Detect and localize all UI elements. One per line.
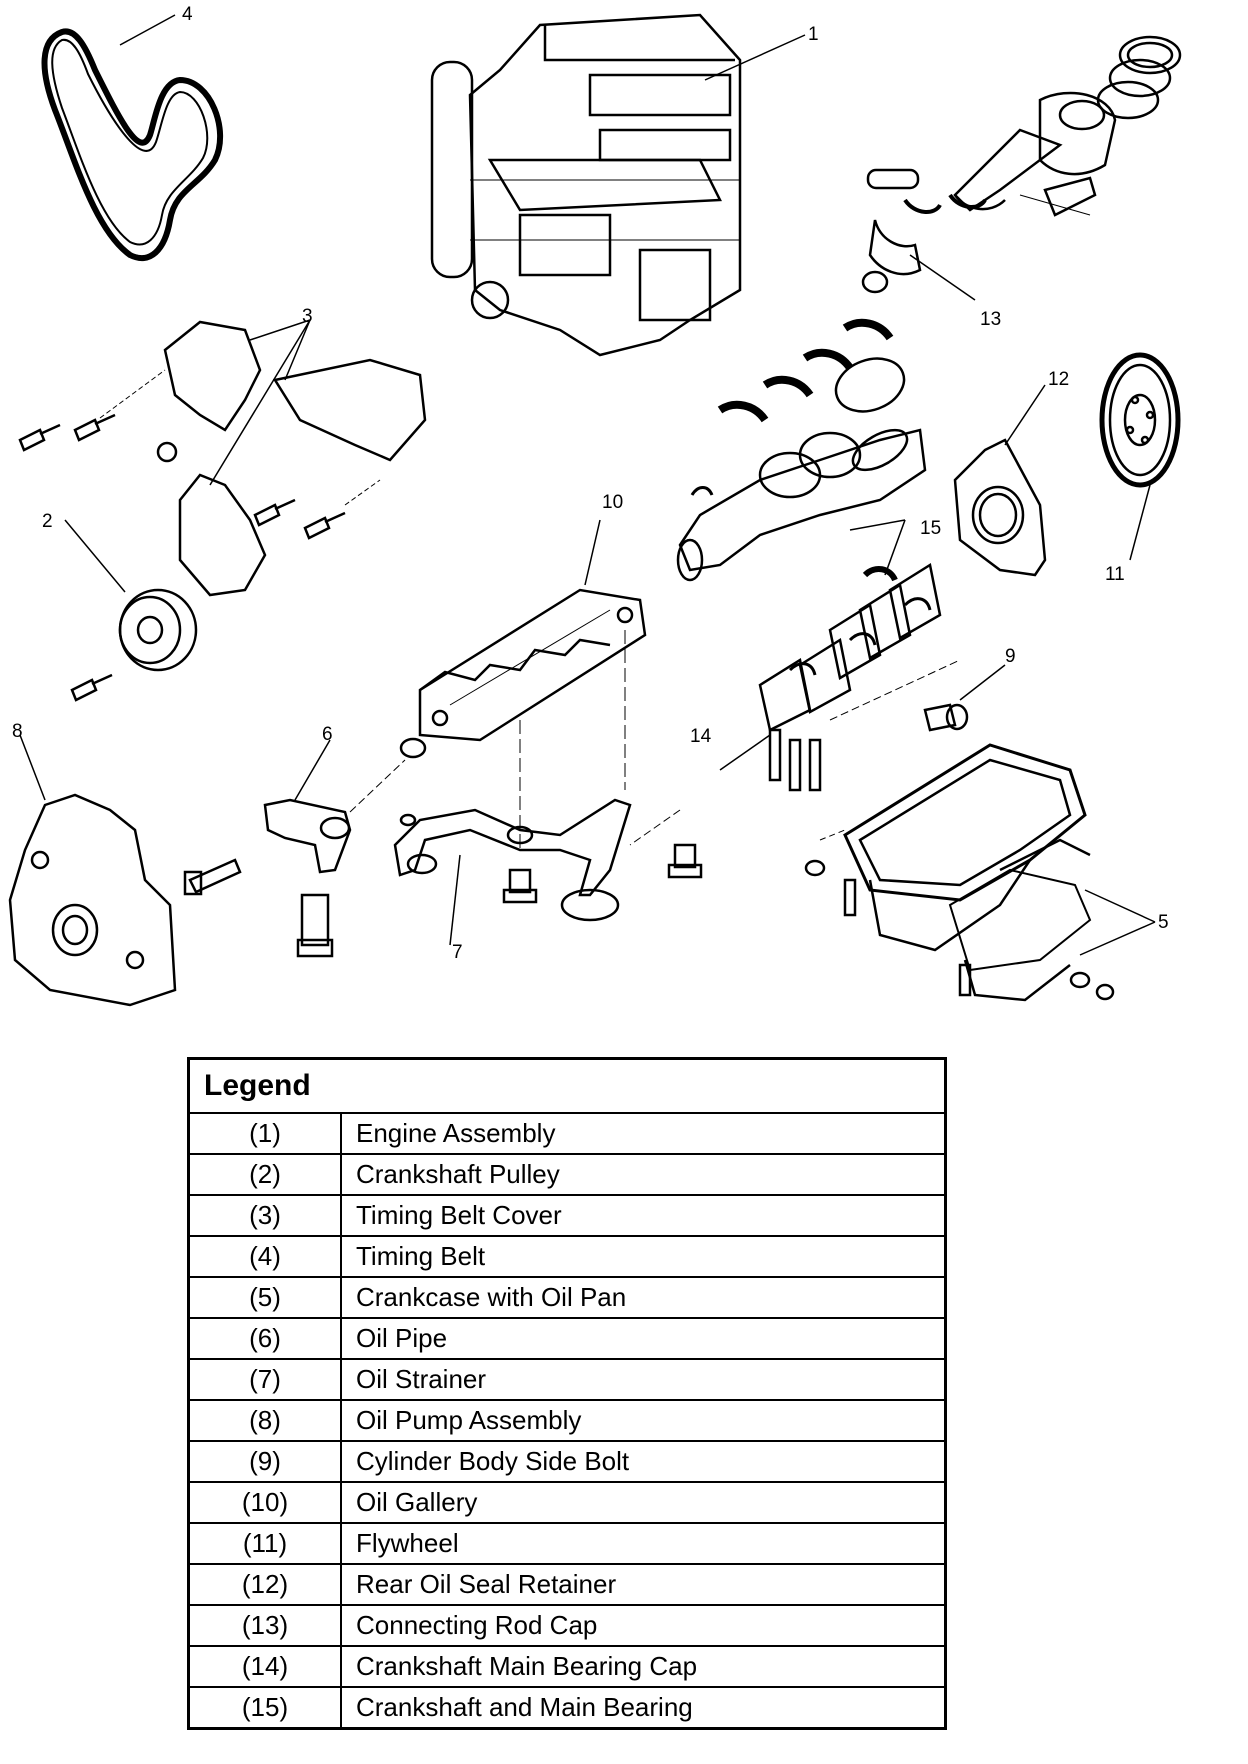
crankshaft-pulley-illustration xyxy=(64,519,198,702)
legend-row: (7)Oil Strainer xyxy=(187,1358,947,1401)
legend-item-name: Crankshaft and Main Bearing xyxy=(340,1686,947,1730)
legend-item-number: (1) xyxy=(187,1112,342,1155)
timing-belt-cover-illustration xyxy=(18,319,427,597)
legend-item-name: Timing Belt Cover xyxy=(340,1194,947,1237)
legend-row: (1)Engine Assembly xyxy=(187,1112,947,1155)
legend-title: Legend xyxy=(187,1057,947,1114)
legend-row: (10)Oil Gallery xyxy=(187,1481,947,1524)
callout-10: 10 xyxy=(602,492,623,513)
callout-13: 13 xyxy=(980,309,1001,330)
callout-labels: 1 2 3 4 5 6 7 8 9 10 11 12 13 14 15 xyxy=(12,4,1169,963)
piston-and-connecting-rod-illustration xyxy=(861,35,1182,301)
legend-body: (1)Engine Assembly(2)Crankshaft Pulley(3… xyxy=(187,1112,947,1730)
legend-row: (13)Connecting Rod Cap xyxy=(187,1604,947,1647)
legend-item-name: Cylinder Body Side Bolt xyxy=(340,1440,947,1483)
rear-oil-seal-retainer-illustration xyxy=(953,384,1047,577)
legend-item-name: Oil Pipe xyxy=(340,1317,947,1360)
legend-item-number: (2) xyxy=(187,1153,342,1196)
legend-item-number: (7) xyxy=(187,1358,342,1401)
legend-header-row: Legend xyxy=(187,1057,947,1114)
callout-4: 4 xyxy=(182,4,193,25)
callout-3: 3 xyxy=(302,306,313,327)
legend-row: (3)Timing Belt Cover xyxy=(187,1194,947,1237)
legend-item-number: (6) xyxy=(187,1317,342,1360)
legend-row: (4)Timing Belt xyxy=(187,1235,947,1278)
legend-row: (14)Crankshaft Main Bearing Cap xyxy=(187,1645,947,1688)
callout-7: 7 xyxy=(452,942,463,963)
flywheel-illustration xyxy=(1099,352,1181,561)
callout-12: 12 xyxy=(1048,369,1069,390)
legend-row: (11)Flywheel xyxy=(187,1522,947,1565)
legend-row: (5)Crankcase with Oil Pan xyxy=(187,1276,947,1319)
legend-item-name: Oil Pump Assembly xyxy=(340,1399,947,1442)
legend-row: (9)Cylinder Body Side Bolt xyxy=(187,1440,947,1483)
exploded-engine-diagram: 1 2 3 4 5 6 7 8 9 10 11 12 13 14 15 xyxy=(8,4,1182,1007)
legend-row: (6)Oil Pipe xyxy=(187,1317,947,1360)
legend-item-number: (13) xyxy=(187,1604,342,1647)
callout-5: 5 xyxy=(1158,912,1169,933)
callout-9: 9 xyxy=(1005,646,1016,667)
callout-11: 11 xyxy=(1105,564,1125,585)
legend-table: Legend (1)Engine Assembly(2)Crankshaft P… xyxy=(187,1057,947,1730)
callout-6: 6 xyxy=(322,724,333,745)
legend-item-name: Crankcase with Oil Pan xyxy=(340,1276,947,1319)
main-bearing-cap-illustration xyxy=(719,562,1006,792)
crankcase-oil-pan-illustration xyxy=(804,743,1156,1002)
legend-row: (15)Crankshaft and Main Bearing xyxy=(187,1686,947,1730)
callout-2: 2 xyxy=(42,511,53,532)
legend-row: (8)Oil Pump Assembly xyxy=(187,1399,947,1442)
callout-1: 1 xyxy=(808,24,819,45)
callout-8: 8 xyxy=(12,721,23,742)
legend-item-name: Flywheel xyxy=(340,1522,947,1565)
legend-item-name: Engine Assembly xyxy=(340,1112,947,1155)
legend-item-name: Oil Gallery xyxy=(340,1481,947,1524)
oil-strainer-illustration xyxy=(393,798,703,946)
legend-item-number: (3) xyxy=(187,1194,342,1237)
legend-item-name: Timing Belt xyxy=(340,1235,947,1278)
legend-item-number: (8) xyxy=(187,1399,342,1442)
legend-item-number: (9) xyxy=(187,1440,342,1483)
legend-item-name: Rear Oil Seal Retainer xyxy=(340,1563,947,1606)
crankshaft-illustration xyxy=(676,318,927,582)
oil-pump-illustration xyxy=(8,734,177,1007)
callout-14: 14 xyxy=(690,726,712,747)
timing-belt-illustration xyxy=(41,14,223,262)
legend-item-number: (10) xyxy=(187,1481,342,1524)
legend-item-name: Crankshaft Pulley xyxy=(340,1153,947,1196)
legend-item-number: (11) xyxy=(187,1522,342,1565)
legend-item-name: Connecting Rod Cap xyxy=(340,1604,947,1647)
legend-item-number: (5) xyxy=(187,1276,342,1319)
legend-row: (12)Rear Oil Seal Retainer xyxy=(187,1563,947,1606)
callout-15: 15 xyxy=(920,518,941,539)
oil-pipe-illustration xyxy=(183,737,427,958)
legend-item-name: Oil Strainer xyxy=(340,1358,947,1401)
legend-item-number: (4) xyxy=(187,1235,342,1278)
legend-item-name: Crankshaft Main Bearing Cap xyxy=(340,1645,947,1688)
legend-item-number: (12) xyxy=(187,1563,342,1606)
legend-item-number: (14) xyxy=(187,1645,342,1688)
oil-gallery-illustration xyxy=(418,519,647,850)
legend-row: (2)Crankshaft Pulley xyxy=(187,1153,947,1196)
legend-item-number: (15) xyxy=(187,1686,342,1730)
engine-assembly-illustration xyxy=(430,13,806,357)
